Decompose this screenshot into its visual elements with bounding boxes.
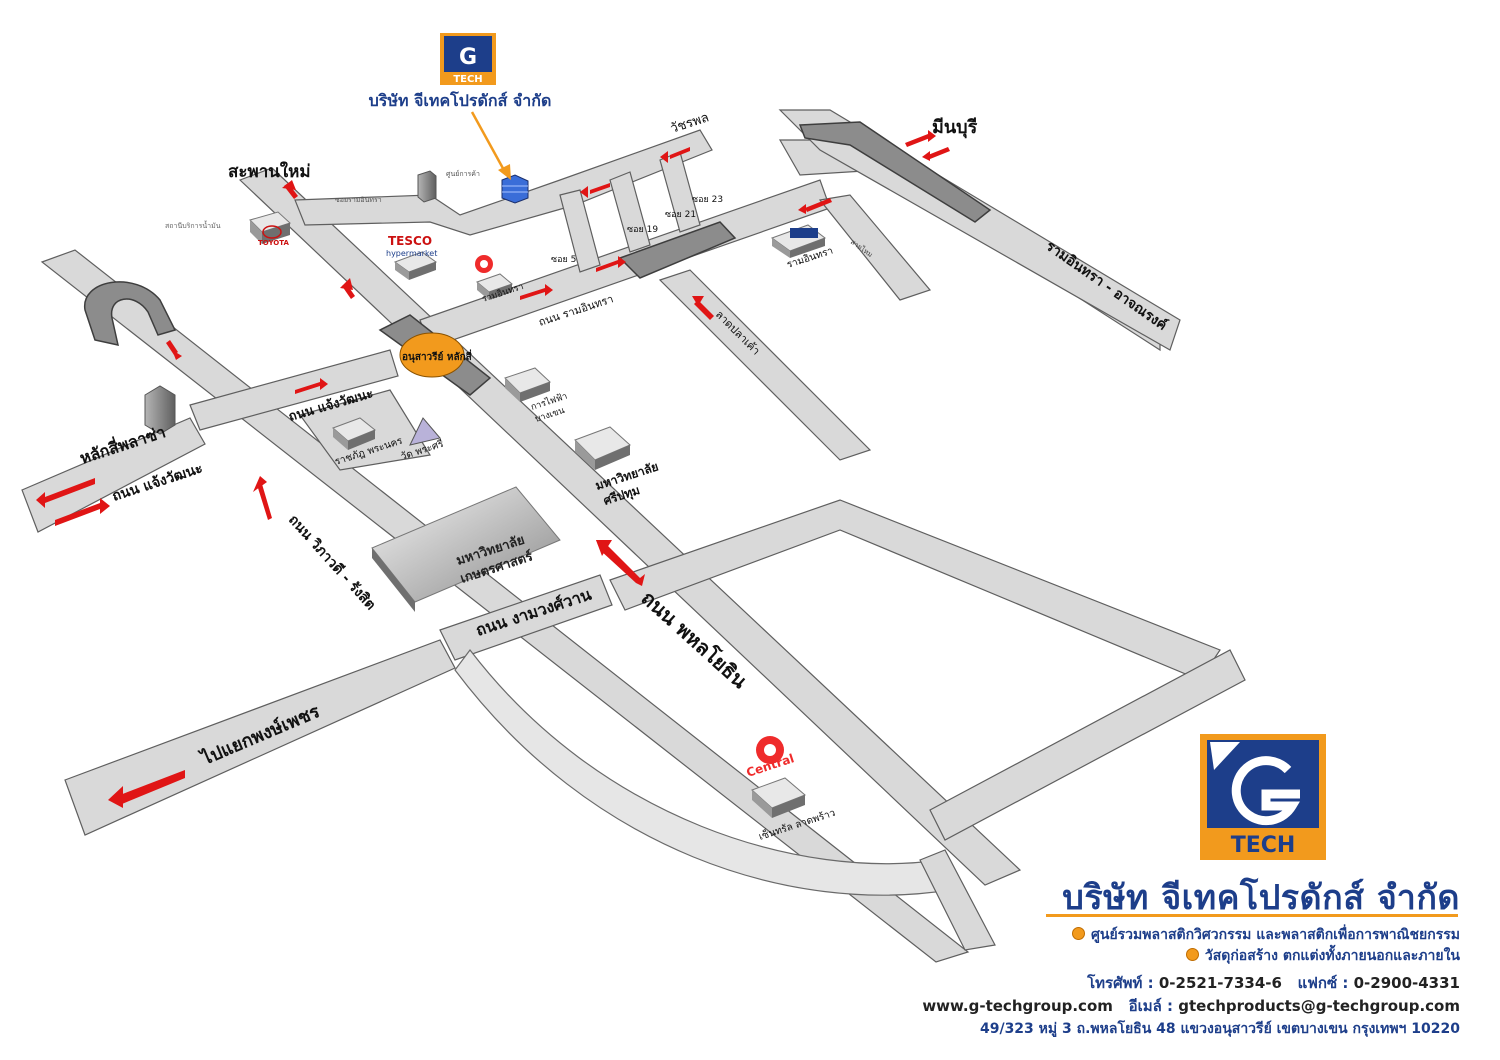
building-sripatum — [574, 426, 631, 470]
monument-circle — [399, 332, 465, 378]
road-soi-network — [294, 129, 713, 236]
building-wat-phra-si — [409, 417, 441, 446]
road-vibhavadi — [40, 249, 970, 963]
road-chaengwattana — [189, 349, 399, 431]
email-label: อีเมล์ : — [1128, 997, 1173, 1015]
road-soi-23 — [659, 151, 701, 233]
company-divider — [1046, 914, 1458, 917]
svg-text:hypermarket: hypermarket — [386, 249, 437, 258]
gtech-logo-large: TECH — [1200, 734, 1326, 860]
bullet-icon — [1072, 927, 1085, 940]
road-lat-pla-khao — [658, 269, 872, 461]
email-link[interactable]: gtechproducts@g-techgroup.com — [1178, 997, 1460, 1015]
label-gas-station: สถานีบริการน้ำมัน — [165, 219, 221, 230]
website-link[interactable]: www.g-techgroup.com — [922, 997, 1113, 1015]
tagline-1-text: ศูนย์รวมพลาสติกวิศวกรรม และพลาสติกเพื่อก… — [1091, 927, 1460, 943]
company-address: 49/323 หมู่ 3 ถ.พหลโยธิน 48 แขวงอนุสาวรี… — [979, 1021, 1460, 1037]
building-toyota — [249, 211, 291, 244]
label-soi-21: ซอย 21 — [665, 210, 696, 220]
fax-number: 0-2900-4331 — [1353, 974, 1460, 992]
building-lak-si-plaza — [144, 385, 176, 435]
tagline-2: วัสดุก่อสร้าง ตกแต่งทั้งภายนอกและภายใน — [1040, 945, 1460, 967]
fax-label: แฟกซ์ : — [1297, 974, 1349, 992]
svg-text:G: G — [459, 45, 477, 70]
phone-label: โทรศัพท์ : — [1087, 974, 1154, 992]
gtech-logo-small: G TECH — [440, 33, 496, 85]
road-ramintra-artnarong — [778, 109, 1181, 351]
carrefour-logo — [790, 228, 818, 238]
tagline-1: ศูนย์รวมพลาสติกวิศวกรรม และพลาสติกเพื่อก… — [1040, 924, 1460, 946]
tesco-logo: TESCO hypermarket — [386, 234, 437, 258]
toyota-logo: TOYOTA — [258, 225, 289, 247]
central-ramintra-logo — [475, 255, 493, 273]
building-central-ramintra — [476, 273, 513, 300]
svg-text:TECH: TECH — [453, 74, 482, 85]
road-ngamwongwan — [439, 574, 613, 661]
building-egat — [504, 367, 551, 402]
svg-text:TOYOTA: TOYOTA — [258, 239, 289, 247]
label-soi-19: ซอย 19 — [627, 225, 658, 235]
road-soi-5 — [559, 189, 601, 273]
building-gtech — [501, 174, 529, 204]
label-monument: อนุสาวรีย์ หลักสี่ — [402, 349, 473, 363]
label-soi-small: ซอยรามอินทรา — [335, 196, 382, 204]
road-ramintra-east — [778, 139, 1161, 352]
road-chaengwattana-west — [21, 417, 206, 533]
building-tower — [417, 170, 437, 203]
label-vibhavadi: ถนน วิภาวดี - รังสิต — [285, 512, 378, 613]
contact-phone-fax: โทรศัพท์ : 0-2521-7334-6 แฟกซ์ : 0-2900-… — [880, 971, 1460, 995]
label-watcharaphon: วัชรพล — [669, 110, 711, 137]
contact-web-email: www.g-techgroup.com อีเมล์ : gtechproduc… — [880, 994, 1460, 1018]
direction-arrows — [36, 130, 950, 808]
building-kasetsart — [371, 486, 561, 612]
flyover-ramintra — [618, 221, 737, 279]
flyover-minburi — [798, 121, 992, 223]
gtech-pointer-arrow — [470, 111, 507, 173]
road-stub-1 — [818, 194, 932, 301]
label-min-buri: มีนบุรี — [932, 117, 978, 139]
label-soi-5: ซอย 5 — [551, 255, 576, 265]
bullet-icon — [1185, 948, 1199, 961]
phone-number: 0-2521-7334-6 — [1158, 974, 1282, 992]
company-name: บริษัท จีเทคโปรดักส์ จำกัด — [1062, 878, 1460, 918]
label-mall-small: ศูนย์การค้า — [446, 170, 480, 178]
svg-text:TECH: TECH — [1231, 833, 1296, 858]
tagline-2-text: วัสดุก่อสร้าง ตกแต่งทั้งภายนอกและภายใน — [1204, 948, 1460, 964]
u-turn-west — [84, 281, 177, 346]
central-ladprao-logo: Central — [745, 736, 796, 780]
company-name-top: บริษัท จีเทคโปรดักส์ จำกัด — [369, 90, 552, 110]
label-soi-23: ซอย 23 — [692, 195, 723, 205]
gtech-pointer-head — [498, 164, 511, 180]
label-saphan-mai: สะพานใหม่ — [228, 161, 311, 182]
svg-text:TESCO: TESCO — [388, 234, 432, 248]
road-bottom-exit — [919, 849, 996, 951]
building-central-ladprao — [751, 777, 806, 818]
road-soi-19 — [609, 171, 651, 253]
building-rajabhat — [332, 417, 376, 450]
road-bottom-right — [929, 649, 1246, 841]
building-tesco — [393, 251, 438, 280]
